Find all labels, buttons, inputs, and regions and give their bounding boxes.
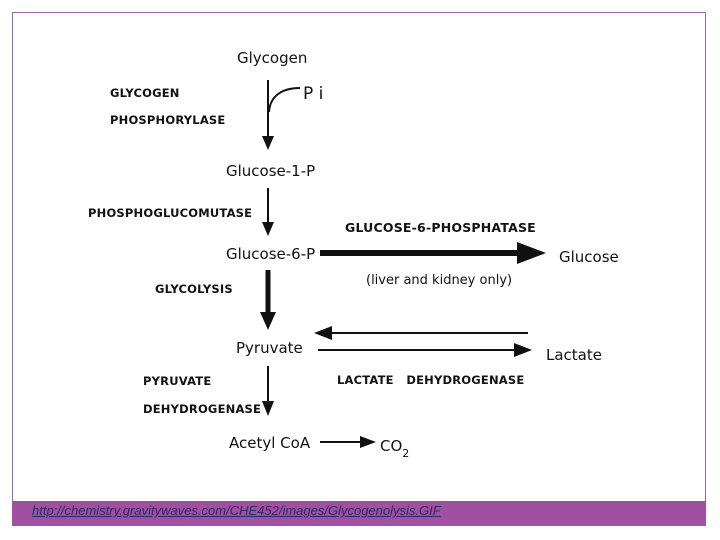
arrowhead-to-pyruvate (314, 326, 332, 340)
node-glucose-6-p: Glucose-6-P (226, 245, 315, 263)
node-co2: CO2 (380, 437, 409, 460)
node-lactate: Lactate (546, 346, 602, 364)
enzyme-lactate-dehydrogenase: LACTATE DEHYDROGENASE (337, 373, 524, 387)
enzyme-pyruvate-dehydrogenase-line2: DEHYDROGENASE (143, 402, 261, 416)
enzyme-pyruvate-dehydrogenase-line1: PYRUVATE (143, 374, 211, 388)
arrowhead-acetyl-coa (262, 401, 274, 416)
arrowhead-co2 (360, 436, 376, 448)
pi-input-curve (268, 87, 301, 113)
node-glucose-1-p: Glucose-1-P (226, 162, 315, 180)
arrowhead-to-lactate (514, 343, 532, 357)
enzyme-glycogen-phosphorylase-line1: GLYCOGEN (110, 86, 180, 100)
enzyme-phosphoglucomutase: PHOSPHOGLUCOMUTASE (88, 206, 252, 220)
enzyme-glycolysis: GLYCOLYSIS (155, 282, 233, 296)
node-pyruvate: Pyruvate (236, 339, 303, 357)
node-acetyl-coa: Acetyl CoA (229, 434, 311, 452)
enzyme-glucose-6-phosphatase: GLUCOSE-6-PHOSPHATASE (345, 220, 536, 235)
co2-main: CO (380, 437, 402, 455)
source-link[interactable]: http://chemistry.gravitywaves.com/CHE452… (32, 503, 441, 518)
arrowhead-glucose-1-p (262, 136, 274, 150)
enzyme-glucose-6-phosphatase-note: (liver and kidney only) (366, 273, 512, 288)
co2-subscript: 2 (402, 447, 409, 460)
slide-frame (12, 12, 706, 526)
arrowhead-glucose-6-p (262, 222, 274, 236)
node-pi: P i (303, 84, 323, 104)
node-glycogen: Glycogen (237, 49, 307, 67)
enzyme-glycogen-phosphorylase-line2: PHOSPHORYLASE (110, 113, 225, 127)
arrowhead-glucose (517, 242, 546, 264)
footer-bar (12, 501, 706, 526)
node-glucose: Glucose (559, 248, 619, 266)
arrowhead-pyruvate (260, 312, 276, 330)
